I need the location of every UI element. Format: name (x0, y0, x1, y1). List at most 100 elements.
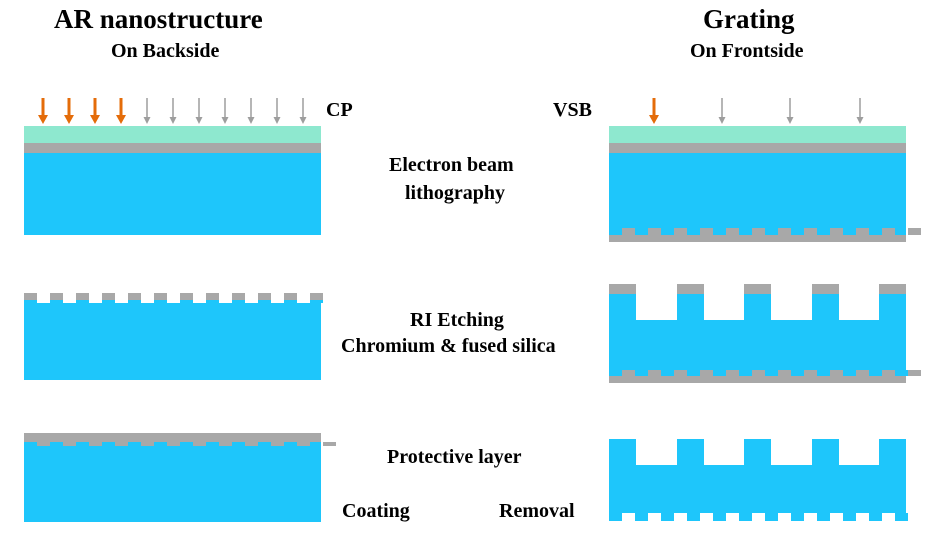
step3-label: Protective layer (387, 446, 522, 468)
backside-cap (622, 370, 635, 376)
right-backside-chromium (609, 235, 906, 242)
left-protective-coating (24, 433, 321, 442)
backside-bump (895, 370, 908, 376)
right-backside-chromium (609, 376, 906, 383)
right-step2-stack (609, 284, 921, 383)
exposure-arrow (38, 98, 48, 124)
exposure-arrow (169, 98, 177, 124)
backside-cap (674, 228, 687, 235)
backside-cap (830, 228, 843, 235)
arrow-head (64, 115, 74, 124)
chromium-cap (50, 293, 63, 300)
cp-label: CP (326, 99, 353, 121)
right-exposure-arrows (649, 98, 864, 124)
right-resist-layer (609, 126, 906, 143)
backside-bump (739, 370, 752, 376)
backside-cap (726, 228, 739, 235)
chromium-cap (232, 293, 245, 300)
grating-ridge (812, 294, 839, 320)
backside-cap (908, 370, 921, 376)
backside-cap (856, 228, 869, 235)
coating-gap-fill (89, 442, 102, 446)
step2-label-line1: RI Etching (410, 309, 504, 331)
coating-gap-fill (323, 442, 336, 446)
coating-gap-fill (63, 442, 76, 446)
chromium-cap (24, 293, 37, 300)
arrow-head (718, 117, 726, 124)
arrow-head (195, 117, 203, 124)
final-grating-ridge (744, 439, 771, 465)
final-ar-pillar (843, 513, 856, 521)
arrow-head (143, 117, 151, 124)
arrow-head (221, 117, 229, 124)
exposure-arrow (786, 98, 794, 124)
silica-pillar (24, 300, 37, 303)
coating-gap-fill (271, 442, 284, 446)
left-subtitle: On Backside (111, 40, 220, 62)
coating-gap-fill (37, 442, 50, 446)
backside-cap (674, 370, 687, 376)
grating-ridge (677, 294, 704, 320)
removal-label: Removal (499, 500, 575, 522)
final-ar-pillar (687, 513, 700, 521)
silica-pillar (232, 300, 245, 303)
right-final-base (609, 465, 906, 513)
arrow-head (856, 117, 864, 124)
arrow-head (649, 115, 659, 124)
right-grating-base (609, 320, 906, 370)
exposure-arrow (273, 98, 281, 124)
backside-cap (752, 370, 765, 376)
exposure-arrow (143, 98, 151, 124)
chromium-cap (128, 293, 141, 300)
exposure-arrow (649, 98, 659, 124)
exposure-arrow (221, 98, 229, 124)
backside-cap (804, 228, 817, 235)
coating-gap-fill (167, 442, 180, 446)
step1-label-line1: Electron beam (389, 154, 514, 176)
left-exposure-arrows (38, 98, 307, 124)
grating-ridge (609, 294, 636, 320)
arrow-head (116, 115, 126, 124)
arrow-head (247, 117, 255, 124)
right-title: Grating (703, 4, 795, 34)
final-ar-pillar (895, 513, 908, 521)
chromium-cap (76, 293, 89, 300)
exposure-arrow (299, 98, 307, 124)
arrow-head (786, 117, 794, 124)
coating-label: Coating (342, 500, 410, 522)
backside-bump (817, 370, 830, 376)
right-chromium-layer (609, 143, 906, 153)
arrow-head (273, 117, 281, 124)
final-ar-pillar (609, 513, 622, 521)
left-chromium-layer (24, 143, 321, 153)
exposure-arrow (856, 98, 864, 124)
backside-cap (908, 228, 921, 235)
final-ar-pillar (661, 513, 674, 521)
final-ar-pillar (869, 513, 882, 521)
silica-pillar (180, 300, 193, 303)
exposure-arrow (247, 98, 255, 124)
exposure-arrow (718, 98, 726, 124)
backside-bump (609, 370, 622, 376)
arrow-head (90, 115, 100, 124)
chromium-cap (284, 293, 297, 300)
backside-cap (778, 370, 791, 376)
final-grating-ridge (609, 439, 636, 465)
backside-cap (622, 228, 635, 235)
right-silica-substrate (609, 153, 906, 235)
left-silica-substrate (24, 153, 321, 235)
backside-cap (700, 370, 713, 376)
backside-bump (765, 370, 778, 376)
arrow-head (299, 117, 307, 124)
backside-bump (791, 370, 804, 376)
left-step2-stack (24, 293, 323, 380)
final-ar-pillar (791, 513, 804, 521)
backside-cap (726, 370, 739, 376)
backside-cap (882, 370, 895, 376)
arrow-head (169, 117, 177, 124)
final-ar-pillar (635, 513, 648, 521)
chromium-cap (154, 293, 167, 300)
left-step1-stack (24, 126, 321, 235)
silica-pillar (50, 300, 63, 303)
